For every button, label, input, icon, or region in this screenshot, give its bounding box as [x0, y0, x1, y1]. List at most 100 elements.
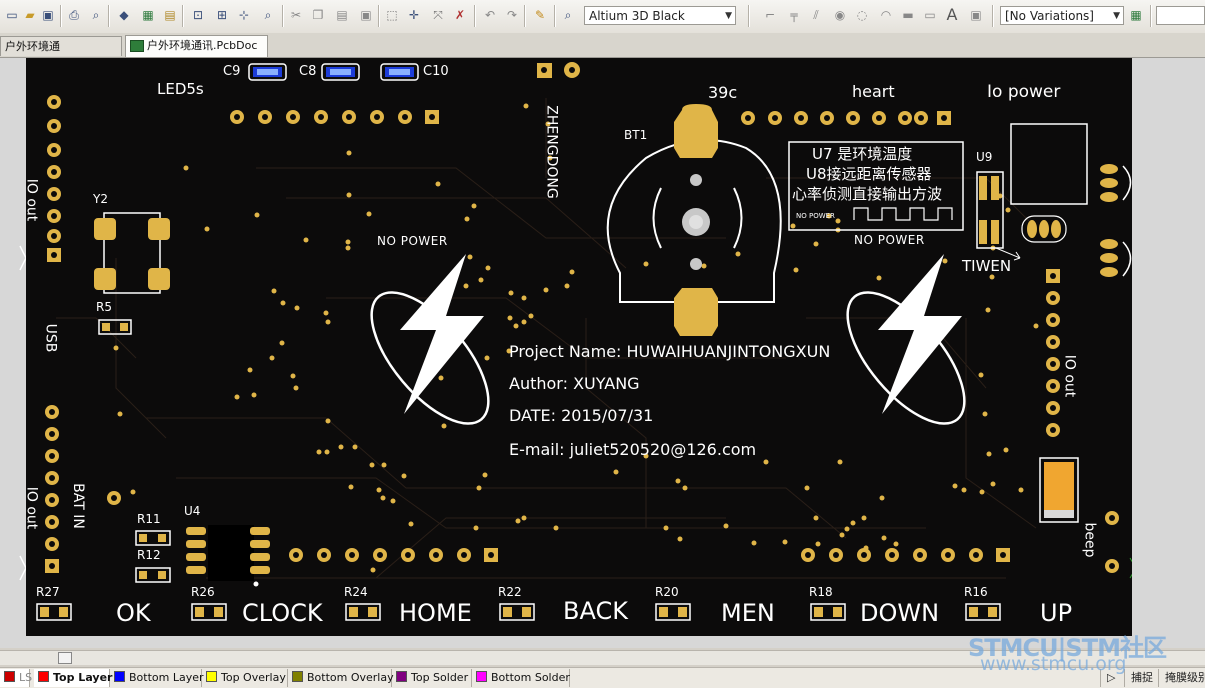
io-out-left-top-label: IO out [23, 178, 40, 222]
browse-icon[interactable]: ⌕ [564, 8, 572, 22]
scrollbar-thumb[interactable] [58, 652, 72, 664]
io-power-outline [1010, 123, 1088, 205]
cut-icon[interactable]: ✂ [290, 8, 302, 22]
tab-pcbdoc[interactable]: 户外环境通讯.PcbDoc [125, 35, 268, 57]
text-icon[interactable]: A [946, 5, 958, 24]
fill-icon[interactable]: ▬ [902, 8, 914, 22]
r24-label: R24 [344, 585, 368, 599]
r26-label: R26 [191, 585, 215, 599]
diff-pair-icon[interactable]: ⫽ [813, 8, 819, 22]
via-icon[interactable]: ◉ [834, 8, 846, 22]
save-icon[interactable]: ▣ [42, 8, 54, 22]
zoom-fit-icon[interactable]: ⊡ [192, 8, 204, 22]
back-button-label: BACK [563, 597, 628, 625]
layer-tab-top-layer[interactable]: Top Layer [34, 669, 113, 687]
tiwen-label: TIWEN [962, 257, 1012, 275]
arc-icon[interactable]: ◌ [856, 8, 868, 22]
layer-stack-icon[interactable]: ▦ [1130, 8, 1142, 22]
u4-label: U4 [184, 504, 201, 518]
redo-icon[interactable]: ↷ [506, 8, 518, 22]
capacitor-c10 [380, 63, 419, 81]
cross-probe-icon[interactable]: ✎ [534, 8, 546, 22]
deselect-icon[interactable]: ⤧ [433, 8, 443, 22]
layer-tab-label: Top Overlay [221, 671, 286, 684]
open-icon[interactable]: ▰ [25, 8, 35, 22]
print-icon[interactable]: ⎙ [69, 8, 79, 22]
route-icon[interactable]: ⌐ [764, 8, 776, 22]
snap-button[interactable]: 捕捉 [1124, 669, 1158, 687]
undo-icon[interactable]: ↶ [484, 8, 496, 22]
view-config-select[interactable]: Altium 3D Black ▼ [584, 6, 736, 25]
tab-schdoc[interactable]: 户外环境通讯.SchDoc [0, 36, 122, 73]
chevron-down-icon: ▼ [725, 11, 732, 21]
3d-view-icon[interactable]: ◆ [119, 8, 129, 22]
r27-label: R27 [36, 585, 60, 599]
arc-edge-icon[interactable]: ◠ [880, 8, 892, 22]
layer-tab-top-solder[interactable]: Top Solder [392, 669, 472, 687]
copy-icon[interactable]: ❐ [312, 8, 324, 22]
polygon-icon[interactable]: ▭ [924, 8, 936, 22]
tiwen-pads [1021, 215, 1067, 243]
up-button-label: UP [1040, 599, 1073, 627]
extra-input[interactable] [1156, 6, 1205, 25]
layer-tab-label: Top Layer [53, 671, 113, 684]
io-out-left-bottom-label: IO out [23, 486, 40, 530]
layer-color-swatch [38, 671, 49, 682]
pcb-canvas[interactable]: LED5s C9 C8 C10 ZHENGDONG BT1 39c heart … [0, 58, 1205, 648]
route-multiple-icon[interactable]: ╤ [790, 8, 798, 22]
r12-label: R12 [137, 548, 161, 562]
component-icon[interactable]: ▣ [970, 8, 982, 22]
r20-label: R20 [655, 585, 679, 599]
layer-tab-label: Bottom Solder [491, 671, 570, 684]
zoom-area-icon[interactable]: ⊞ [216, 8, 228, 22]
select-area-icon[interactable]: ⬚ [386, 8, 398, 22]
u9-component [976, 171, 1021, 261]
pcb-board[interactable]: LED5s C9 C8 C10 ZHENGDONG BT1 39c heart … [23, 58, 1132, 636]
project-name: Project Name: HUWAIHUANJINTONGXUN [509, 342, 831, 361]
zoom-select-icon[interactable]: ⊹ [238, 8, 250, 22]
layer-nav-arrows[interactable]: ▷ [1100, 669, 1124, 687]
layer-tab-top-overlay[interactable]: Top Overlay [202, 669, 288, 687]
paste-icon[interactable]: ▤ [336, 8, 348, 22]
layer-tab-label: Bottom Overlay [307, 671, 394, 684]
layer-tab-label: LS [19, 671, 33, 684]
resistor-r5 [98, 319, 132, 335]
io-out-right-label: IO out [1061, 354, 1078, 398]
pcb-icon[interactable]: ▦ [142, 8, 154, 22]
board-icon[interactable]: ▤ [164, 8, 176, 22]
mask-level-button[interactable]: 掩膜级别 [1158, 669, 1205, 687]
project-date: DATE: 2015/07/31 [509, 406, 654, 425]
layer-tab-bottom-overlay[interactable]: Bottom Overlay [288, 669, 394, 687]
zoom-prev-icon[interactable]: ⌕ [264, 8, 272, 22]
main-toolbar: ▭ ▰ ▣ ⎙ ⌕ ◆ ▦ ▤ ⊡ ⊞ ⊹ ⌕ ✂ ❐ ▤ ▣ ⬚ ✛ ⤧ ✗ … [0, 0, 1205, 34]
note-line-2: U8接远距离传感器 [806, 165, 932, 183]
no-power-small-label: NO POWER [796, 212, 835, 220]
print-preview-icon[interactable]: ⌕ [92, 8, 100, 22]
pcb-doc-icon [130, 40, 144, 52]
rubber-stamp-icon[interactable]: ▣ [360, 8, 372, 22]
via-field [113, 103, 1039, 573]
c8-label: C8 [299, 64, 317, 79]
layer-tab-ls[interactable]: LS [0, 669, 33, 687]
variation-value: [No Variations] [1005, 9, 1094, 23]
u9-label: U9 [976, 150, 993, 164]
bottom-traces [56, 98, 1037, 579]
crystal-y2 [94, 212, 170, 294]
ic-u4 [186, 525, 270, 587]
new-icon[interactable]: ▭ [6, 8, 18, 22]
right-edge-connectors [1100, 164, 1132, 277]
battery-holder-bt1 [606, 104, 782, 336]
layer-tab-bar: LS Top Layer Bottom Layer Top Overlay Bo… [0, 667, 1205, 688]
horizontal-scrollbar[interactable] [0, 650, 1205, 665]
variation-select[interactable]: [No Variations] ▼ [1000, 6, 1124, 25]
zhengdong-label: ZHENGDONG [543, 105, 560, 199]
sensor-header [741, 111, 951, 125]
no-power-right-label: NO POWER [854, 233, 925, 247]
clear-filter-icon[interactable]: ✗ [454, 8, 466, 22]
view-config-value: Altium 3D Black [589, 9, 685, 23]
layer-tab-bottom-solder[interactable]: Bottom Solder [472, 669, 570, 687]
layer-tab-bottom-layer[interactable]: Bottom Layer [110, 669, 204, 687]
project-info: Project Name: HUWAIHUANJINTONGXUN Author… [509, 336, 830, 466]
move-icon[interactable]: ✛ [408, 8, 420, 22]
home-button-label: HOME [399, 599, 472, 627]
